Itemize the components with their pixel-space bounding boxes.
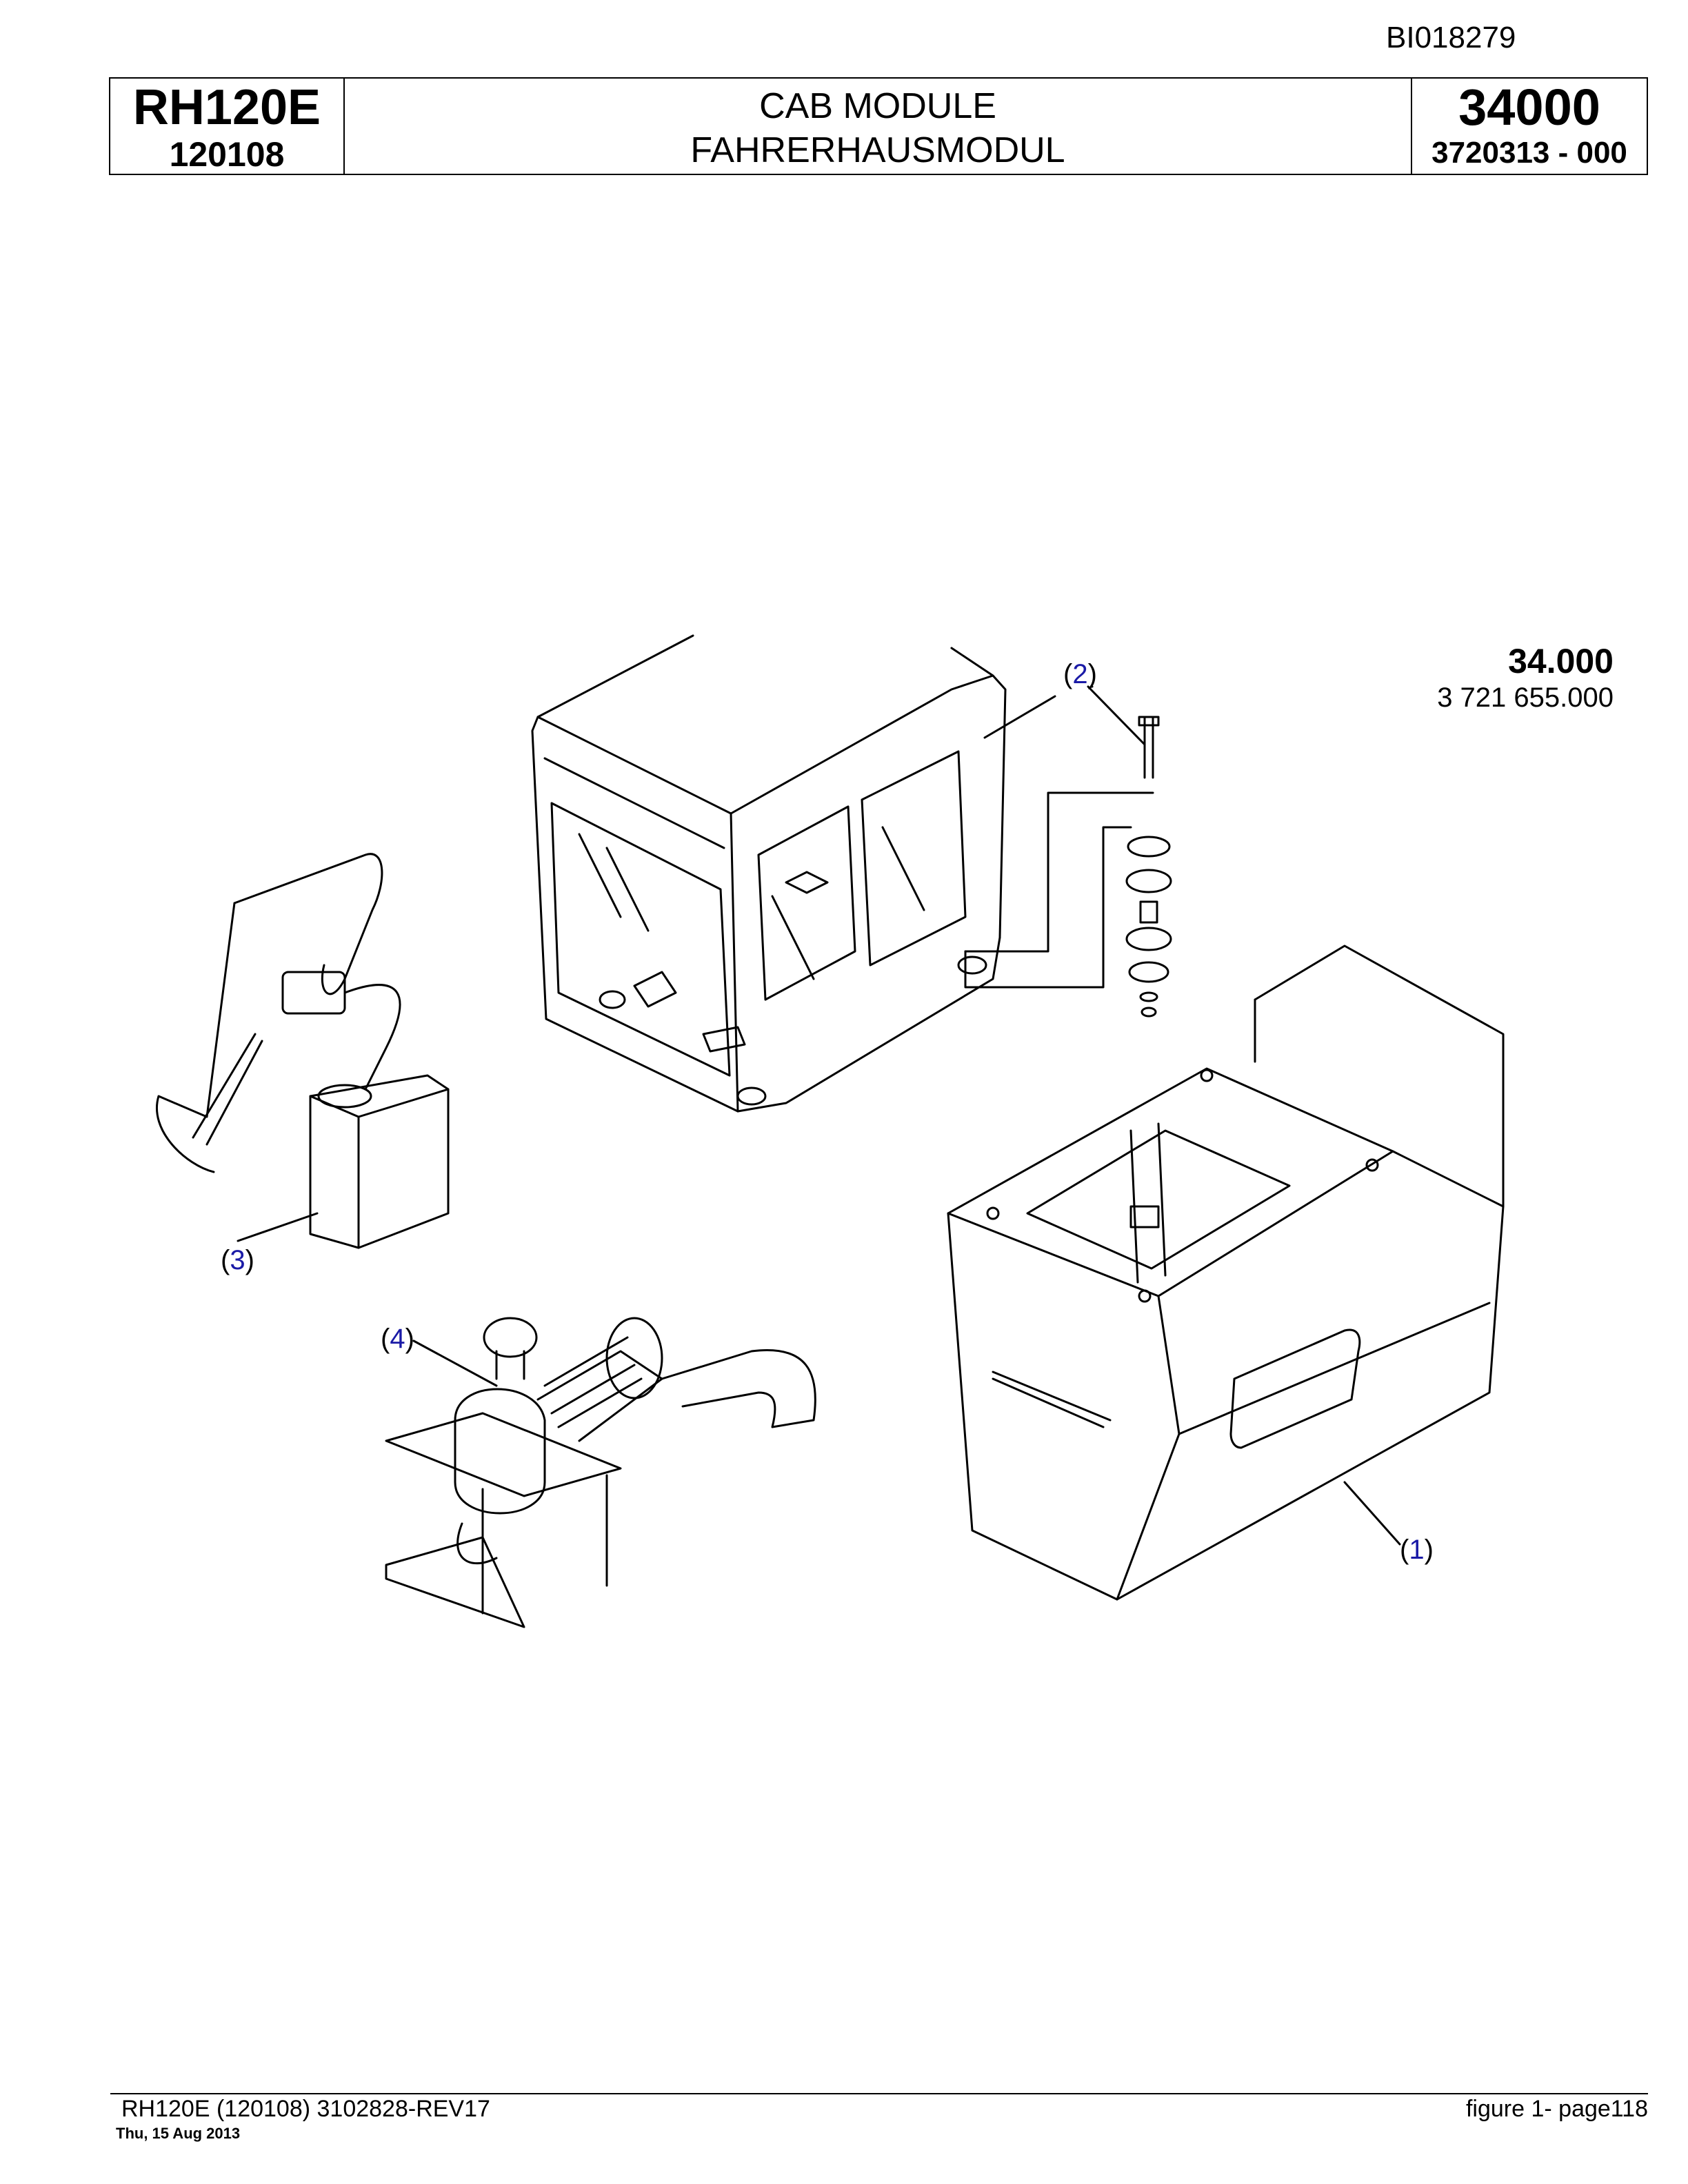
group-cell: 34000 3720313 - 000 <box>1412 79 1647 174</box>
document-id: BI018279 <box>1386 21 1516 54</box>
callout-4: (4) <box>381 1324 414 1354</box>
washer-tank-illustration <box>156 853 450 1249</box>
cab-illustration <box>531 634 1007 1113</box>
model-name: RH120E <box>132 80 321 135</box>
callout-2-number: 2 <box>1072 659 1088 689</box>
section-number: 34.000 <box>1508 642 1614 680</box>
title-english: CAB MODULE <box>759 86 996 126</box>
cab-base-illustration <box>947 944 1505 1601</box>
footer-divider <box>110 2093 1648 2094</box>
group-number: 34000 <box>1458 79 1600 136</box>
model-cell: RH120E 120108 <box>110 79 345 174</box>
serial-number: 120108 <box>169 135 285 174</box>
section-part-number: 3 721 655.000 <box>1437 682 1614 713</box>
air-filter-illustration <box>385 1317 816 1628</box>
callout-1: (1) <box>1400 1535 1434 1565</box>
title-cell: CAB MODULE FAHRERHAUSMODUL <box>345 79 1412 174</box>
footer-document-ref: RH120E (120108) 3102828-REV17 <box>121 2096 490 2122</box>
assembly-part-number: 3720313 - 000 <box>1431 136 1627 170</box>
callout-3: (3) <box>221 1245 254 1275</box>
callout-4-number: 4 <box>390 1324 405 1354</box>
mount-hardware-illustration <box>964 685 1172 1018</box>
callout-3-number: 3 <box>230 1245 245 1275</box>
callout-2: (2) <box>1063 659 1097 689</box>
footer-page-ref: figure 1- page118 <box>1465 2096 1648 2122</box>
title-block: RH120E 120108 CAB MODULE FAHRERHAUSMODUL… <box>109 77 1648 175</box>
callout-1-number: 1 <box>1409 1535 1425 1565</box>
title-german: FAHRERHAUSMODUL <box>690 130 1065 170</box>
footer-date: Thu, 15 Aug 2013 <box>116 2125 241 2142</box>
